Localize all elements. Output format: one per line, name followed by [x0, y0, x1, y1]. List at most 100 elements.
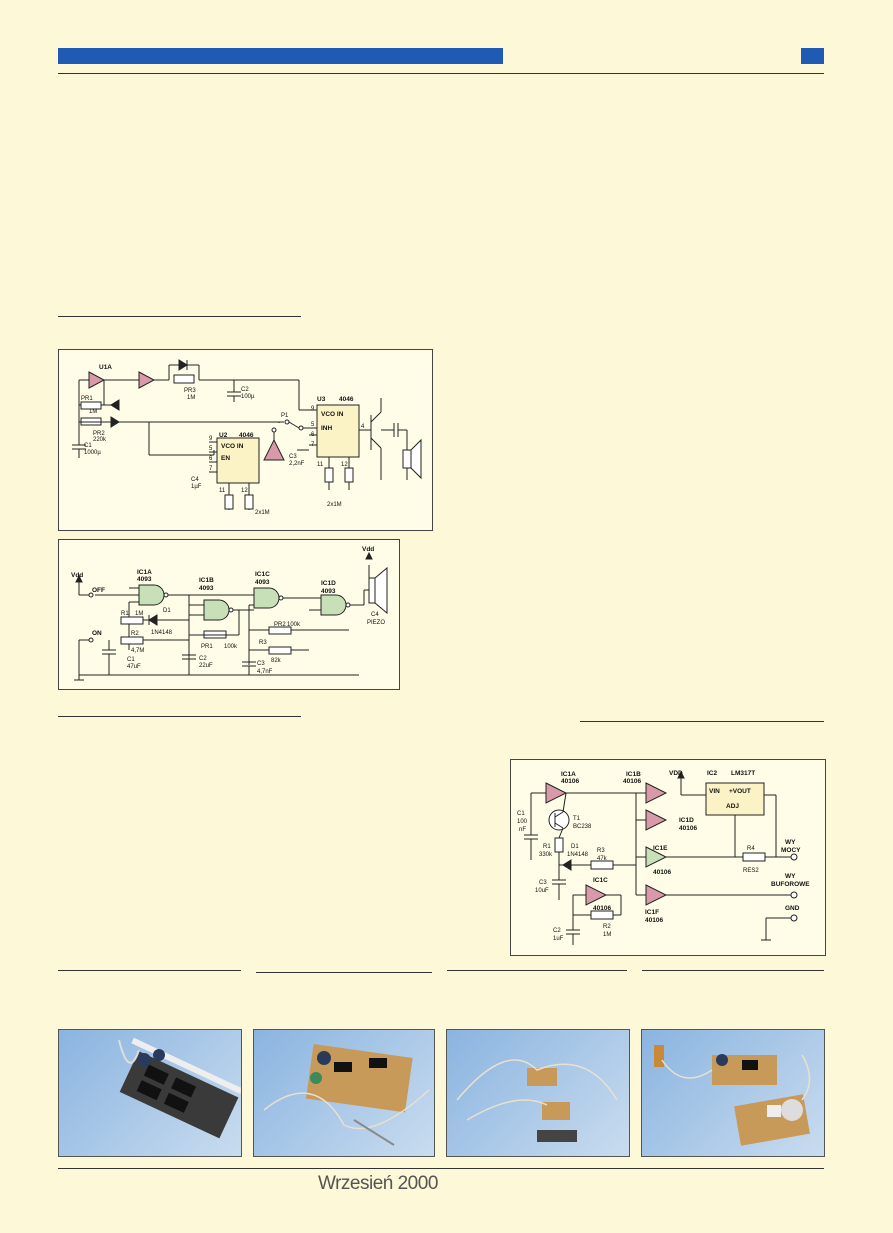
header-rule — [58, 73, 824, 74]
photo-board-2 — [253, 1029, 435, 1157]
svg-text:ON: ON — [92, 630, 102, 637]
svg-text:U2: U2 — [219, 432, 228, 439]
svg-text:7: 7 — [311, 442, 315, 448]
photo-board-1 — [58, 1029, 242, 1157]
svg-text:IC1C: IC1C — [593, 877, 608, 884]
svg-text:C3: C3 — [539, 880, 547, 886]
svg-text:4,7nF: 4,7nF — [257, 669, 273, 675]
svg-text:+VOUT: +VOUT — [729, 788, 751, 795]
svg-text:1M: 1M — [135, 611, 143, 617]
svg-text:C1: C1 — [84, 443, 92, 449]
schematic-2-labels: Vdd OFF ON IC1A 4093 R1 1M D1 1N4148 R2 … — [71, 546, 385, 675]
svg-text:40106: 40106 — [645, 917, 663, 924]
svg-text:22uF: 22uF — [199, 663, 213, 669]
svg-text:VIN: VIN — [709, 788, 720, 795]
svg-text:C1: C1 — [517, 811, 525, 817]
svg-text:1µF: 1µF — [191, 484, 202, 490]
svg-text:U3: U3 — [317, 396, 326, 403]
svg-text:Vdd: Vdd — [71, 572, 83, 579]
svg-text:12: 12 — [241, 488, 248, 494]
svg-text:Vdd: Vdd — [362, 546, 374, 553]
svg-text:PR2: PR2 — [93, 431, 105, 437]
svg-text:C3: C3 — [289, 454, 297, 460]
svg-text:OFF: OFF — [92, 587, 105, 594]
svg-text:C1: C1 — [127, 657, 135, 663]
svg-text:4,7M: 4,7M — [131, 648, 144, 654]
svg-text:330k: 330k — [539, 852, 553, 858]
section-rule-3 — [580, 721, 824, 722]
svg-text:PR2: PR2 — [274, 622, 286, 628]
header-bar-left — [58, 48, 503, 64]
svg-text:C2: C2 — [241, 387, 249, 393]
section-rule-2 — [58, 716, 301, 717]
svg-text:IC1C: IC1C — [255, 571, 270, 578]
svg-text:40106: 40106 — [623, 778, 641, 785]
svg-text:PR1: PR1 — [81, 396, 93, 402]
svg-text:VCO IN: VCO IN — [321, 411, 344, 418]
svg-text:VDD: VDD — [669, 770, 683, 777]
schematic-3-panel: IC1A 40106 IC1B 40106 VDD IC2 LM317T VIN… — [510, 759, 826, 956]
svg-text:INH: INH — [321, 425, 333, 432]
svg-text:1M: 1M — [89, 409, 97, 415]
photo-rule-3 — [447, 970, 627, 971]
svg-text:ADJ: ADJ — [726, 803, 739, 810]
schematic-3-labels: IC1A 40106 IC1B 40106 VDD IC2 LM317T VIN… — [517, 770, 810, 942]
header-bar-right — [801, 48, 824, 64]
svg-text:100: 100 — [517, 819, 528, 825]
schematic-3: IC1A 40106 IC1B 40106 VDD IC2 LM317T VIN… — [517, 770, 810, 945]
schematic-1-labels: U1A PR1 1M PR2 220k C1 1000µ PR3 1M C2 1… — [81, 364, 365, 516]
footer-date: Wrzesień 2000 — [318, 1173, 438, 1194]
svg-text:40106: 40106 — [593, 905, 611, 912]
svg-text:C2: C2 — [199, 656, 207, 662]
svg-text:12: 12 — [341, 462, 348, 468]
svg-text:PR3: PR3 — [184, 388, 196, 394]
svg-text:40106: 40106 — [561, 778, 579, 785]
svg-text:D1: D1 — [163, 608, 171, 614]
svg-text:C4: C4 — [191, 477, 199, 483]
photo-rule-1 — [58, 970, 241, 971]
svg-text:IC1A: IC1A — [137, 569, 152, 576]
svg-text:D1: D1 — [571, 844, 579, 850]
photo-rule-2 — [256, 972, 432, 973]
svg-text:PR1: PR1 — [201, 644, 213, 650]
schematic-2-panel: Vdd OFF ON IC1A 4093 R1 1M D1 1N4148 R2 … — [58, 539, 400, 690]
svg-text:R1: R1 — [121, 611, 129, 617]
svg-text:2,2nF: 2,2nF — [289, 461, 305, 467]
svg-text:R2: R2 — [603, 924, 611, 930]
svg-text:IC1F: IC1F — [645, 909, 659, 916]
svg-text:BUFOROWE: BUFOROWE — [771, 881, 810, 888]
svg-text:LM317T: LM317T — [731, 770, 755, 777]
svg-text:40106: 40106 — [679, 825, 697, 832]
svg-text:5: 5 — [209, 446, 213, 452]
footer-rule — [58, 1168, 824, 1169]
svg-text:IC1B: IC1B — [199, 577, 214, 584]
svg-text:C2: C2 — [553, 928, 561, 934]
svg-text:1M: 1M — [603, 932, 611, 938]
svg-text:1N4148: 1N4148 — [567, 852, 589, 858]
svg-text:GND: GND — [785, 905, 800, 912]
schematic-2: Vdd OFF ON IC1A 4093 R1 1M D1 1N4148 R2 … — [71, 546, 388, 681]
svg-text:C4: C4 — [371, 612, 379, 618]
svg-text:7: 7 — [209, 466, 213, 472]
svg-text:4093: 4093 — [255, 579, 270, 586]
svg-text:40106: 40106 — [653, 869, 671, 876]
svg-text:R3: R3 — [259, 640, 267, 646]
svg-text:R1: R1 — [543, 844, 551, 850]
svg-text:PIEZO: PIEZO — [367, 620, 385, 626]
svg-text:100µ: 100µ — [241, 394, 255, 400]
svg-text:R4: R4 — [747, 846, 755, 852]
schematic-1-panel: U1A PR1 1M PR2 220k C1 1000µ PR3 1M C2 1… — [58, 349, 433, 531]
svg-text:BC238: BC238 — [573, 824, 592, 830]
svg-text:1uF: 1uF — [553, 936, 564, 942]
svg-text:WY: WY — [785, 873, 796, 880]
section-rule-1 — [58, 316, 301, 317]
svg-text:5: 5 — [311, 422, 315, 428]
svg-text:4046: 4046 — [239, 432, 254, 439]
svg-text:R2: R2 — [131, 631, 139, 637]
svg-text:47k: 47k — [597, 856, 608, 862]
svg-text:RES2: RES2 — [743, 868, 759, 874]
svg-text:4046: 4046 — [339, 396, 354, 403]
svg-text:IC1D: IC1D — [321, 580, 336, 587]
svg-text:WY: WY — [785, 839, 796, 846]
photo-board-4 — [641, 1029, 825, 1157]
